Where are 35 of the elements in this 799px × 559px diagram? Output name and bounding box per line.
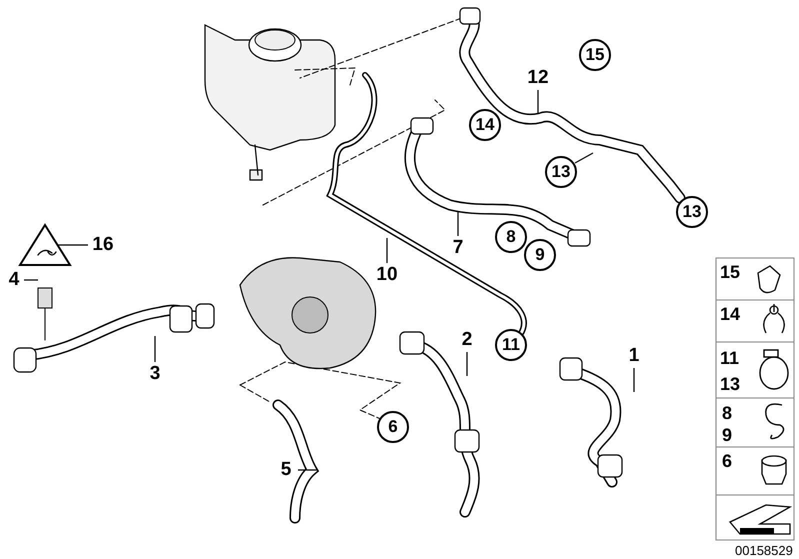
leader-line bbox=[58, 244, 88, 246]
part-number: 8 bbox=[722, 403, 732, 423]
callout-number: 6 bbox=[377, 411, 409, 443]
callout-number: 3 bbox=[142, 363, 168, 385]
callout-number: 16 bbox=[90, 234, 116, 256]
callout-number: 7 bbox=[445, 237, 471, 259]
callout-number: 13 bbox=[545, 156, 577, 188]
callout-number: 15 bbox=[579, 39, 611, 71]
part-number: 14 bbox=[720, 304, 740, 324]
part-number: 13 bbox=[720, 374, 740, 394]
leader-line bbox=[537, 90, 539, 114]
part-number: 6 bbox=[722, 451, 732, 471]
callout-number: 11 bbox=[495, 329, 527, 361]
leader-line bbox=[24, 279, 38, 281]
callout-number: 13 bbox=[676, 196, 708, 228]
callout-number: 9 bbox=[524, 239, 556, 271]
callout-number: 5 bbox=[273, 459, 299, 481]
part-number: 9 bbox=[722, 425, 732, 445]
diagram-number: 00158529 bbox=[735, 542, 793, 559]
part-number: 11 bbox=[720, 348, 740, 368]
callout-number: 14 bbox=[469, 109, 501, 141]
callout-number: 1 bbox=[621, 345, 647, 367]
leader-line bbox=[466, 352, 468, 376]
leader-line bbox=[386, 238, 388, 263]
callout-number: 4 bbox=[1, 269, 27, 291]
callout-number: 8 bbox=[495, 221, 527, 253]
leader-line bbox=[298, 469, 318, 471]
leader-line bbox=[154, 336, 156, 362]
leader-line bbox=[457, 212, 459, 236]
leader-line bbox=[574, 152, 594, 164]
callout-number: 10 bbox=[374, 264, 400, 286]
callout-number: 12 bbox=[525, 67, 551, 89]
part-number: 15 bbox=[720, 262, 740, 282]
callout-number: 2 bbox=[454, 329, 480, 351]
leader-line bbox=[633, 368, 635, 392]
